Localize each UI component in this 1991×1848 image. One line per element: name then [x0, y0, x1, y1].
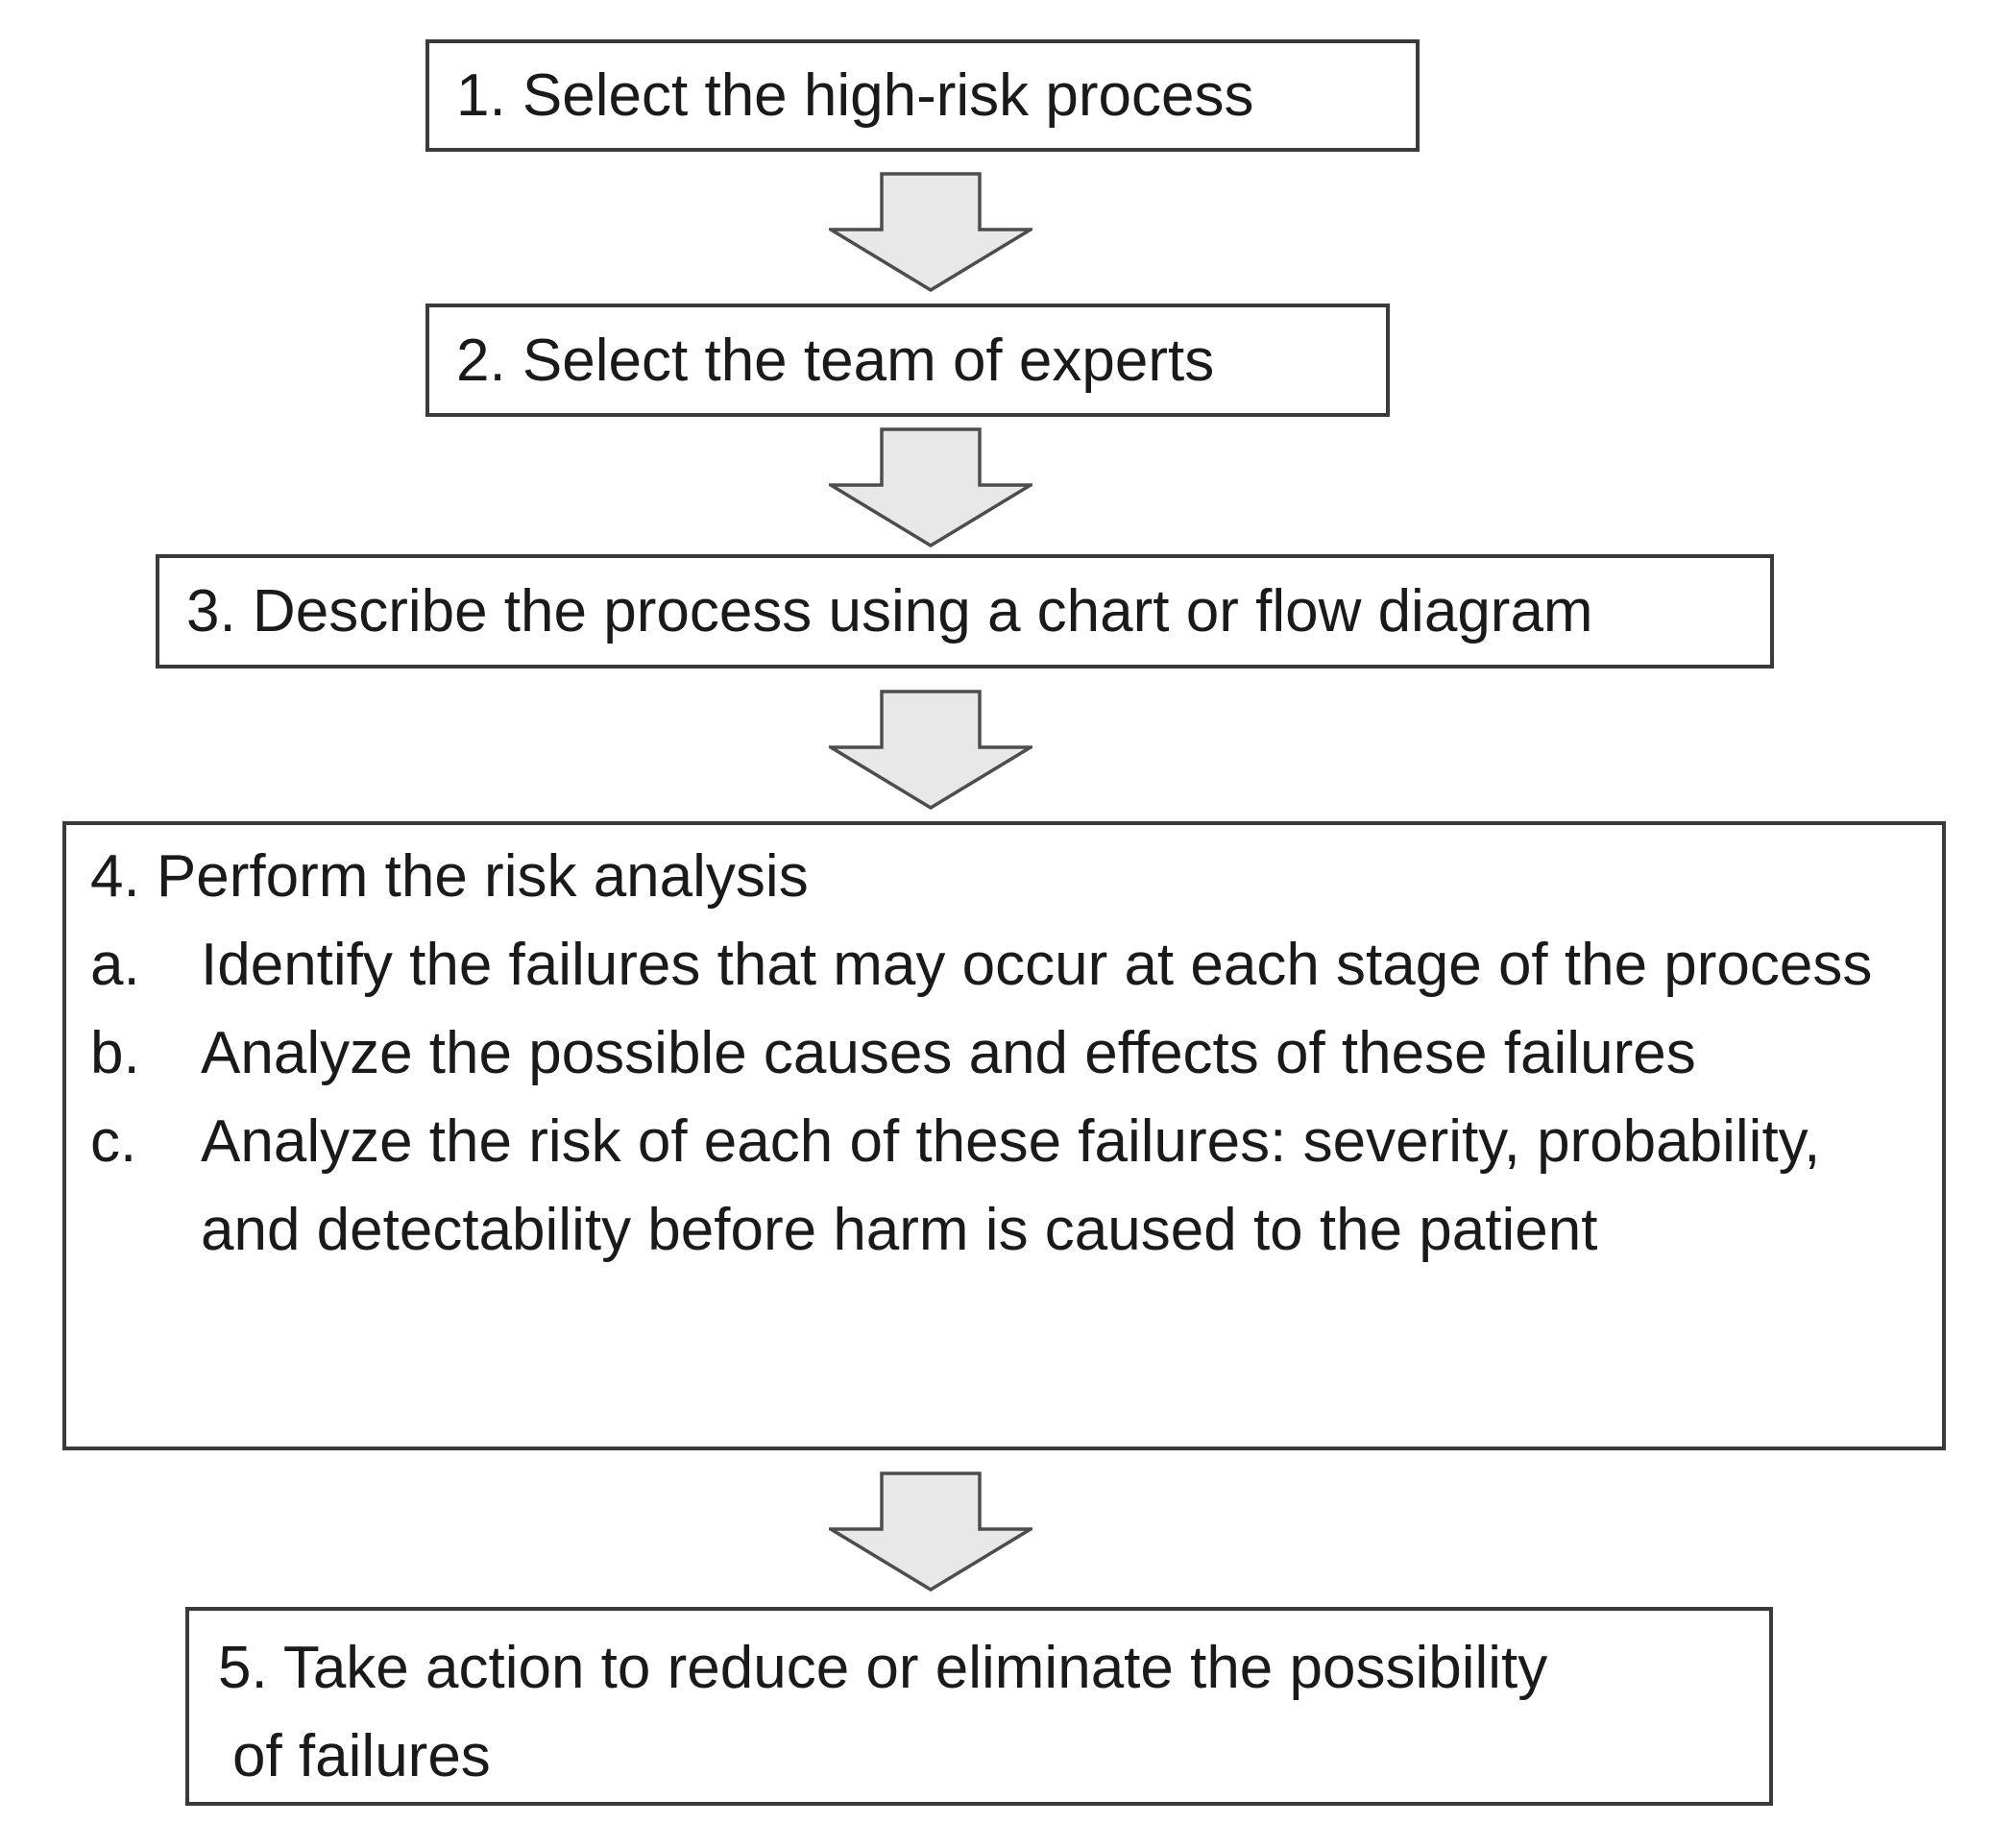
step-4-box: 4. Perform the risk analysis a. Identify…: [62, 821, 1946, 1450]
step-4-item-b-marker: b.: [90, 1020, 140, 1086]
step-4-item-b-text: Analyze the possible causes and effects …: [201, 1020, 1696, 1086]
step-4-item-a-text: Identify the failures that may occur at …: [201, 932, 1873, 998]
step-2-label: 2. Select the team of experts: [456, 327, 1215, 394]
step-1-box: 1. Select the high-risk process: [425, 39, 1420, 152]
step-5-box: 5. Take action to reduce or eliminate th…: [185, 1607, 1773, 1806]
down-arrow-icon: [829, 172, 1032, 292]
step-4-title: 4. Perform the risk analysis: [90, 843, 809, 910]
down-arrow-icon: [829, 690, 1032, 810]
step-4-item-c: c. Analyze the risk of each of these fai…: [90, 1098, 1923, 1275]
step-2-box: 2. Select the team of experts: [425, 304, 1390, 417]
step-4-item-c-marker: c.: [90, 1108, 137, 1175]
step-3-box: 3. Describe the process using a chart or…: [156, 554, 1774, 669]
down-arrow-icon: [829, 1471, 1032, 1592]
step-5-label-line-2: of failures: [232, 1723, 491, 1789]
down-arrow-icon: [829, 427, 1032, 547]
step-4-item-b: b. Analyze the possible causes and effec…: [90, 1009, 1923, 1098]
step-3-label: 3. Describe the process using a chart or…: [186, 578, 1593, 644]
step-4-item-a-marker: a.: [90, 932, 140, 998]
step-4-item-c-text: Analyze the risk of each of these failur…: [201, 1108, 1821, 1263]
step-4-item-a: a. Identify the failures that may occur …: [90, 921, 1923, 1009]
step-1-label: 1. Select the high-risk process: [456, 62, 1254, 129]
step-5-label-line-1: 5. Take action to reduce or eliminate th…: [218, 1635, 1548, 1701]
